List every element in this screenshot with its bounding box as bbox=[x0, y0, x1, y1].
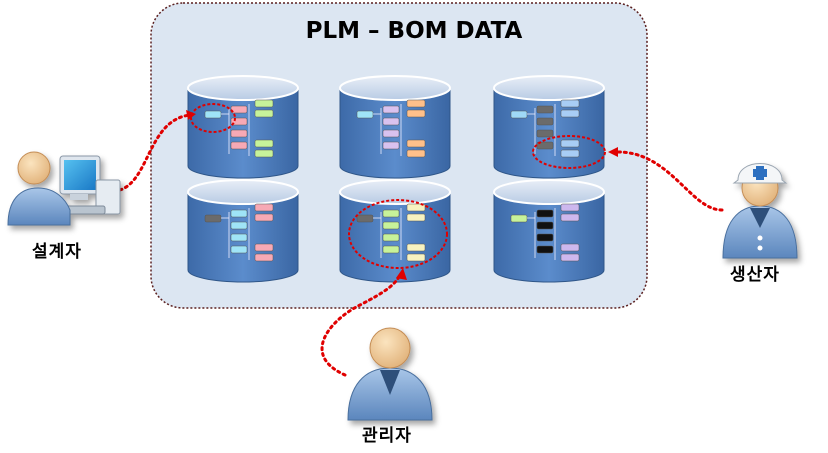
manager-highlight bbox=[348, 199, 448, 269]
manager-arrow bbox=[320, 273, 402, 377]
manager-icon bbox=[347, 327, 433, 421]
database-4 bbox=[187, 179, 299, 283]
database-6 bbox=[493, 179, 605, 283]
diagram-title: PLM – BOM DATA bbox=[305, 18, 523, 44]
designer-arrow bbox=[118, 113, 192, 192]
producer-arrowhead bbox=[608, 147, 618, 157]
database-5 bbox=[339, 179, 451, 283]
producer-icon bbox=[722, 163, 798, 259]
designer-arrowhead bbox=[186, 110, 196, 120]
producer-highlight bbox=[532, 135, 606, 169]
producer-label: 생산자 bbox=[730, 265, 780, 285]
database-1 bbox=[187, 75, 299, 179]
database-3 bbox=[493, 75, 605, 179]
designer-icon bbox=[7, 151, 121, 226]
manager-label: 관리자 bbox=[362, 426, 412, 446]
designer-highlight bbox=[190, 103, 236, 133]
manager-arrowhead bbox=[396, 268, 407, 280]
producer-arrow bbox=[613, 150, 724, 212]
designer-label: 설계자 bbox=[32, 242, 82, 262]
database-2 bbox=[339, 75, 451, 179]
